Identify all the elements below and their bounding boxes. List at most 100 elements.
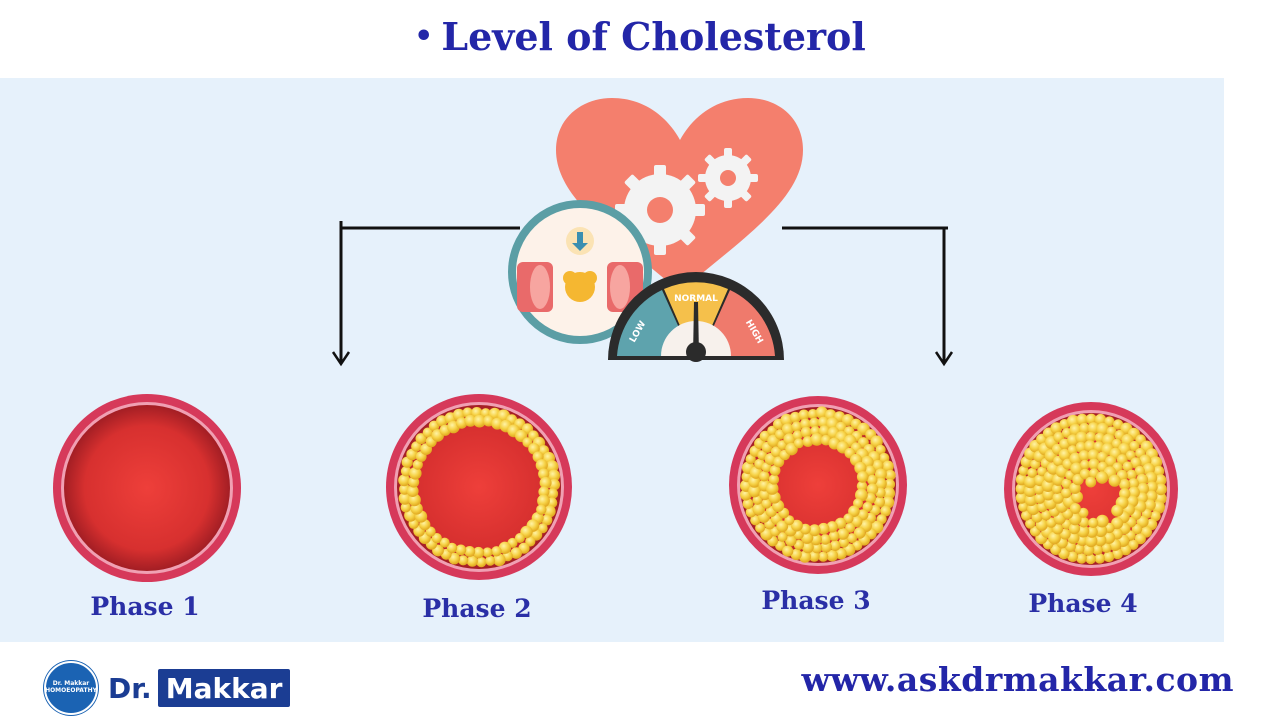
plaque-particle bbox=[882, 460, 894, 473]
cholesterol-gauge: LOW NORMAL HIGH bbox=[608, 272, 784, 362]
plaque-particle bbox=[1128, 539, 1139, 550]
plaque-particle bbox=[1025, 518, 1036, 529]
plaque-particle bbox=[856, 480, 868, 492]
plaque-particle bbox=[817, 416, 830, 428]
plaque-particle bbox=[1103, 551, 1115, 563]
plaque-particle bbox=[862, 501, 873, 513]
plaque-particle bbox=[472, 546, 485, 559]
plaque-particle bbox=[884, 478, 896, 490]
plaque-particle bbox=[742, 498, 754, 510]
plaque-particle bbox=[1079, 422, 1090, 434]
plaque-particle bbox=[793, 438, 804, 449]
plaque-particle bbox=[1015, 491, 1028, 504]
plaque-particle bbox=[793, 539, 805, 551]
plaque-particle bbox=[761, 498, 772, 509]
plaque-particle bbox=[748, 484, 761, 498]
plaque-particle bbox=[1076, 553, 1087, 564]
plaque-particle bbox=[1095, 471, 1109, 484]
plaque-particle bbox=[851, 515, 863, 528]
plaque-particle bbox=[543, 505, 556, 518]
plaque-particle bbox=[875, 444, 886, 455]
plaque-particle bbox=[1074, 543, 1085, 555]
plaque-particle bbox=[1146, 481, 1158, 493]
plaque-particle bbox=[829, 540, 841, 551]
plaque-particle bbox=[810, 433, 824, 446]
artery-magnifier-icon bbox=[508, 200, 652, 344]
plaque-particle bbox=[1143, 499, 1156, 512]
plaque-particle bbox=[1104, 416, 1115, 427]
plaque-particle bbox=[867, 474, 878, 486]
plaque-particle bbox=[1070, 462, 1083, 475]
plaque-particle bbox=[1097, 451, 1108, 463]
plaque-particle bbox=[759, 470, 770, 482]
plaque-particle bbox=[1154, 474, 1167, 487]
plaque-particle bbox=[856, 471, 869, 483]
plaque-particle bbox=[491, 546, 502, 557]
plaque-particle bbox=[1094, 524, 1108, 538]
plaque-particle bbox=[536, 504, 547, 515]
plaque-particle bbox=[1087, 422, 1100, 435]
plaque-particle bbox=[1027, 467, 1038, 478]
plaque-particle bbox=[1101, 543, 1112, 553]
plaque-particle bbox=[1095, 514, 1109, 528]
plaque-particle bbox=[1112, 548, 1123, 560]
plaque-particle bbox=[798, 550, 812, 563]
plaque-particle bbox=[537, 494, 550, 508]
plaque-particle bbox=[776, 520, 789, 533]
plaque-particle bbox=[1075, 441, 1087, 453]
arrow-down-icon-left bbox=[331, 351, 351, 367]
plaque-particle bbox=[439, 537, 450, 548]
plaque-particle bbox=[398, 474, 411, 487]
plaque-particle bbox=[783, 433, 796, 446]
plaque-particle bbox=[782, 545, 794, 557]
plaque-particle bbox=[866, 483, 879, 496]
plaque-particle bbox=[826, 521, 838, 533]
plaque-particle bbox=[1111, 504, 1124, 517]
plaque-particle bbox=[406, 485, 419, 497]
plaque-particle bbox=[510, 547, 522, 559]
plaque-particle bbox=[817, 522, 830, 535]
plaque-particle bbox=[1153, 465, 1165, 477]
plaque-particle bbox=[1071, 491, 1083, 503]
plaque-particle bbox=[411, 441, 422, 452]
plaque-particle bbox=[400, 502, 411, 513]
plaque-particle bbox=[828, 530, 840, 542]
plaque-particle bbox=[1137, 482, 1149, 495]
phase-4-label: Phase 4 bbox=[1028, 589, 1138, 618]
plaque-particle bbox=[1078, 507, 1089, 518]
plaque-particle bbox=[1094, 413, 1107, 426]
plaque-particle bbox=[1085, 431, 1097, 443]
plaque-particle bbox=[837, 528, 849, 540]
plaque-particle bbox=[1150, 510, 1161, 522]
website-link[interactable]: www.askdrmakkar.com bbox=[801, 660, 1234, 699]
plaque-particle bbox=[843, 513, 854, 524]
plaque-particle bbox=[1088, 458, 1100, 470]
gauge-normal-label: NORMAL bbox=[674, 294, 718, 304]
logo-emblem-line2: HOMOEOPATHY bbox=[45, 687, 97, 694]
plaque-particle bbox=[1096, 422, 1110, 436]
plaque-particle bbox=[768, 474, 780, 485]
plaque-particle bbox=[1085, 534, 1098, 548]
plaque-particle bbox=[1069, 503, 1081, 514]
plaque-particle bbox=[1126, 469, 1137, 480]
plaque-particle bbox=[1040, 510, 1052, 521]
plaque-particle bbox=[538, 486, 550, 498]
plaque-particle bbox=[412, 459, 423, 470]
artery-phase-2 bbox=[386, 394, 572, 580]
plaque-particle bbox=[1131, 523, 1143, 535]
plaque-particle bbox=[541, 514, 553, 526]
plaque-particle bbox=[1052, 523, 1064, 535]
plaque-particle bbox=[765, 482, 779, 495]
plaque-particle bbox=[809, 417, 820, 429]
phase-2-label: Phase 2 bbox=[422, 594, 532, 623]
plaque-particle bbox=[818, 425, 831, 437]
plaque-particle bbox=[752, 502, 766, 516]
plaque-particle bbox=[770, 446, 782, 458]
plaque-particle bbox=[1068, 523, 1080, 535]
plaque-particle bbox=[1069, 452, 1082, 465]
plaque-particle bbox=[1085, 413, 1097, 425]
logo-emblem-line1: Dr. Makkar bbox=[52, 680, 90, 688]
plaque-particle bbox=[811, 542, 823, 554]
plaque-particle bbox=[1042, 488, 1055, 501]
plaque-particle bbox=[874, 468, 887, 481]
